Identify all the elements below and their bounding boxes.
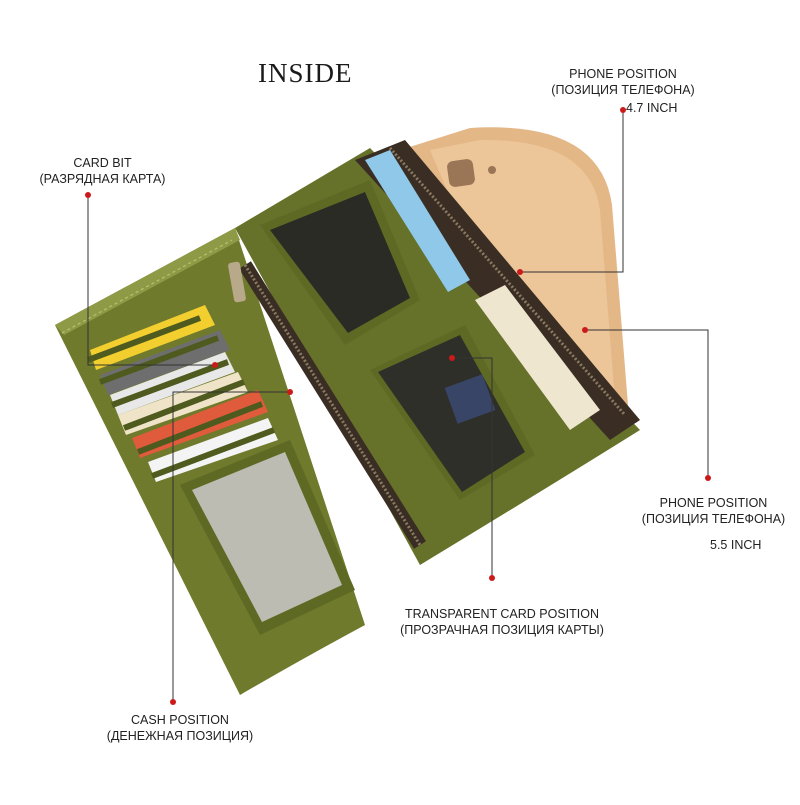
phone-small-label: PHONE POSITION: [569, 67, 677, 81]
card-bit-label: CARD BIT: [73, 156, 132, 170]
id-cards: [365, 150, 600, 430]
phone-large-label-ru: (ПОЗИЦИЯ ТЕЛЕФОНА): [641, 512, 786, 526]
callout-markers: [85, 107, 711, 705]
zipper: [228, 261, 426, 549]
transparent-card-callout: TRANSPARENT CARD POSITION (ПРОЗРАЧНАЯ ПО…: [392, 606, 612, 638]
transparent-card-label-ru: (ПРОЗРАЧНАЯ ПОЗИЦИЯ КАРТЫ): [400, 623, 604, 637]
card-slots: [86, 305, 278, 482]
page-title: INSIDE: [258, 58, 353, 88]
phone-large-label: PHONE POSITION: [659, 496, 768, 510]
cash-label-ru: (ДЕНЕЖНАЯ ПОЗИЦИЯ): [106, 729, 254, 743]
clear-id-window: [180, 440, 355, 635]
transparent-card-label: TRANSPARENT CARD POSITION: [404, 607, 599, 621]
phone-large-size: 5.5 INCH: [710, 538, 762, 552]
card-bit-label-ru: (РАЗРЯДНАЯ КАРТА): [39, 172, 166, 186]
cash-label: CASH POSITION: [131, 713, 229, 727]
phone-small-size: 4.7 INCH: [626, 101, 678, 115]
mesh-window-bottom: [370, 325, 535, 500]
callout-lines: [87, 110, 709, 702]
phone-small-label-ru: (ПОЗИЦИЯ ТЕЛЕФОНА): [551, 83, 695, 97]
phone-small-callout: PHONE POSITION (ПОЗИЦИЯ ТЕЛЕФОНА): [548, 66, 698, 98]
card-bit-callout: CARD BIT (РАЗРЯДНАЯ КАРТА): [30, 155, 175, 187]
cash-callout: CASH POSITION (ДЕНЕЖНАЯ ПОЗИЦИЯ): [105, 712, 255, 744]
phone-large-callout: PHONE POSITION (ПОЗИЦИЯ ТЕЛЕФОНА): [636, 495, 791, 527]
mesh-window-top: [260, 180, 420, 345]
